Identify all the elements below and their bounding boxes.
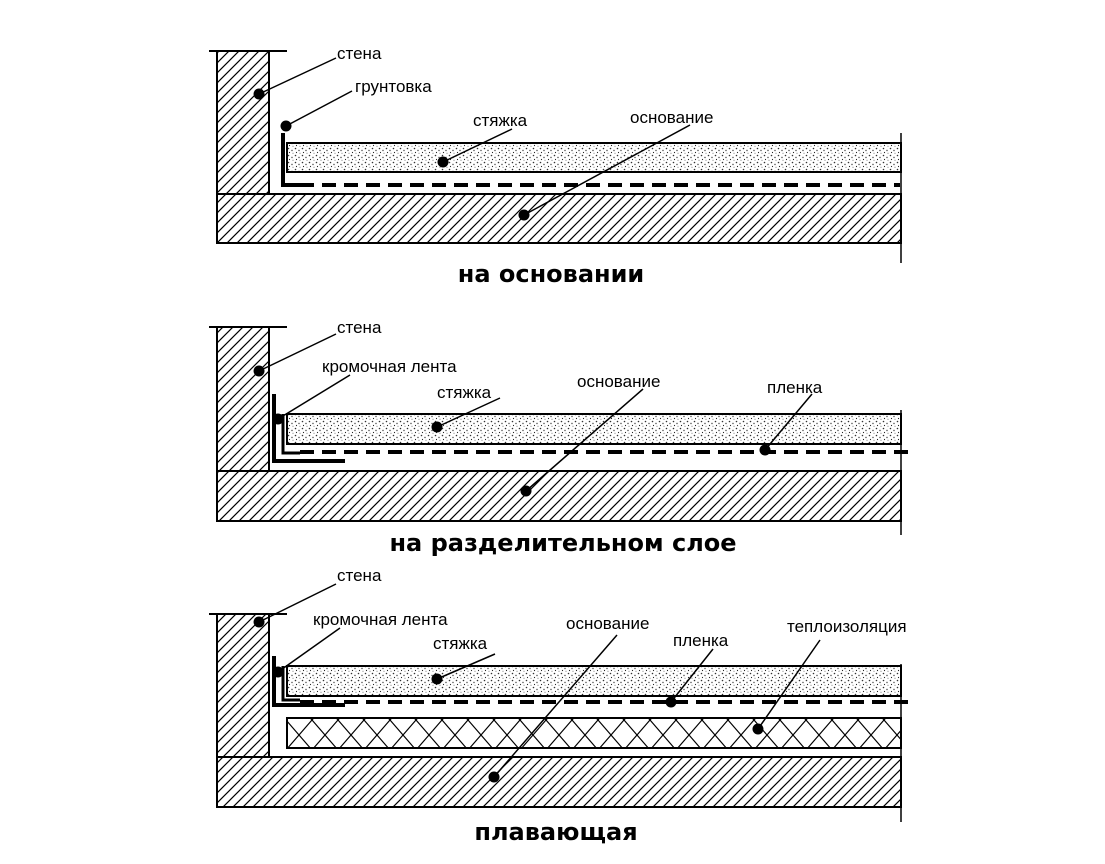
screed-label: стяжка [473,111,528,130]
wall-label: стена [337,44,382,63]
insulation-label: теплоизоляция [787,617,907,636]
base-marker [520,485,532,497]
insulation-layer [286,717,902,749]
screed-label: стяжка [433,634,488,653]
base-leader [523,124,691,216]
wall [216,613,270,758]
edge-tape-label: кромочная лента [313,610,448,629]
wall-leader [258,333,337,372]
primer-leader [285,90,353,127]
primer-label: грунтовка [355,77,432,96]
screed-marker [437,156,449,168]
insulation-leader [757,639,821,730]
wall-leader [258,57,337,95]
panel-title: на основании [458,260,645,288]
base-marker [488,771,500,783]
panel-title: плавающая [474,818,637,846]
panel-title: на разделительном слое [389,529,736,557]
film-label: пленка [673,631,729,650]
base-slab [216,756,902,808]
screed-leader [436,653,496,680]
film-leader [670,648,714,703]
wall [216,326,270,472]
film-marker [665,696,677,708]
base-label: основание [577,372,660,391]
wall-marker [253,365,265,377]
base-slab [216,470,902,522]
edge-tape-inner [281,414,300,455]
edge-tape-inner [281,666,300,702]
wall-marker [253,88,265,100]
base-marker [518,209,530,221]
primer-marker [280,120,292,132]
wall-leader [258,583,337,623]
base-slab [216,193,902,244]
screed-label: стяжка [437,383,492,402]
base-label: основание [630,108,713,127]
screed-layer [286,142,902,173]
film-label: пленка [767,378,823,397]
insulation-marker [752,723,764,735]
base-label: основание [566,614,649,633]
screed-leader [442,128,513,163]
base-leader [525,388,644,492]
edge-tape-leader [277,374,351,420]
screed-layer [286,665,902,697]
wall-label: стена [337,318,382,337]
film-marker [759,444,771,456]
film-leader [764,393,813,451]
wall-marker [253,616,265,628]
panel-separating-layer: стена кромочная лента стяжка основание п… [209,318,915,557]
wall-label: стена [337,566,382,585]
edge-tape-marker [272,413,284,425]
edge-tape-leader [277,627,341,673]
screed-marker [431,421,443,433]
edge-tape-label: кромочная лента [322,357,457,376]
edge-tape-marker [272,666,284,678]
panel-floating: стена кромочная лента стяжка основание п… [209,566,915,846]
wall [216,50,270,195]
screed-marker [431,673,443,685]
panel-on-base: стена грунтовка стяжка основание на осно… [209,44,902,288]
base-leader [493,634,618,778]
screed-leader [436,397,501,428]
screed-layer [286,413,902,445]
primer-line [281,133,300,187]
